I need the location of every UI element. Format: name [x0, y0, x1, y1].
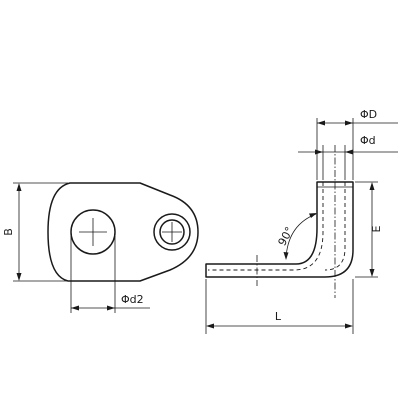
dimension-b-label: B	[2, 228, 15, 236]
lug-side-view: 90° ΦD Φd E	[205, 108, 398, 334]
barrel-inner-ring	[159, 219, 185, 245]
angle-90-label: 90°	[276, 225, 297, 248]
lug-outline	[47, 182, 199, 282]
angle-90-marker: 90°	[276, 213, 317, 260]
dimension-d2-label: Φd2	[121, 293, 144, 306]
dimension-d2: Φd2	[70, 236, 150, 313]
dimension-e-label: E	[370, 225, 383, 232]
dimension-l-label: L	[275, 310, 282, 323]
dimension-phi-d-outer: ΦD	[316, 108, 398, 180]
dimension-b: B	[2, 182, 68, 282]
bolt-hole	[70, 209, 116, 255]
barrel-outer-ring	[153, 213, 191, 251]
dimension-phi-d-outer-label: ΦD	[360, 108, 377, 121]
dimension-l: L	[205, 279, 354, 334]
dimension-e: E	[355, 181, 383, 278]
dimension-phi-d-inner: Φd	[298, 134, 398, 180]
bent-lug-outline	[205, 181, 354, 278]
inner-bore-hidden-line	[208, 182, 324, 271]
lug-top-view: B Φd2	[2, 182, 199, 313]
dimension-phi-d-inner-label: Φd	[360, 134, 376, 147]
inner-bore-hidden-line-2	[324, 182, 346, 271]
